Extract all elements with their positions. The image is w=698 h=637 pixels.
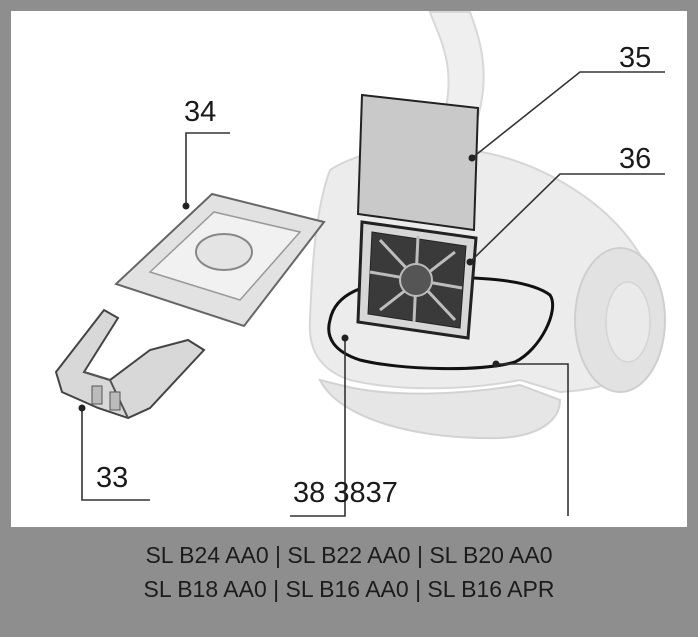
vacuum-wheel-hub [605,281,651,363]
leader-dots [78,154,500,412]
model-line-1: SL B24 AA0 | SL B22 AA0 | SL B20 AA0 [145,542,553,568]
callout-35: 35 [619,42,652,74]
leader-line-36 [469,173,665,263]
callout-38: 38 3837 [293,477,398,509]
leader-line-34 [185,132,230,206]
leader-line-35 [471,71,665,159]
model-list: SL B24 AA0 | SL B22 AA0 | SL B20 AA0 SL … [0,538,698,637]
leader-line-33 [81,408,150,501]
dust-bag-part-34 [114,192,326,328]
callout-36: 36 [619,143,652,175]
filter-frame-part-36 [356,220,478,340]
leader-line-38a [290,338,346,517]
callout-33: 33 [96,462,129,494]
leader-lines [81,71,665,517]
bag-holder-part-33 [54,308,206,420]
model-line-2: SL B18 AA0 | SL B16 AA0 | SL B16 APR [143,576,555,602]
leader-line-38b [496,363,569,516]
callout-34: 34 [184,96,217,128]
vacuum-front [318,378,562,440]
filter-sheet-part-35 [356,93,480,232]
